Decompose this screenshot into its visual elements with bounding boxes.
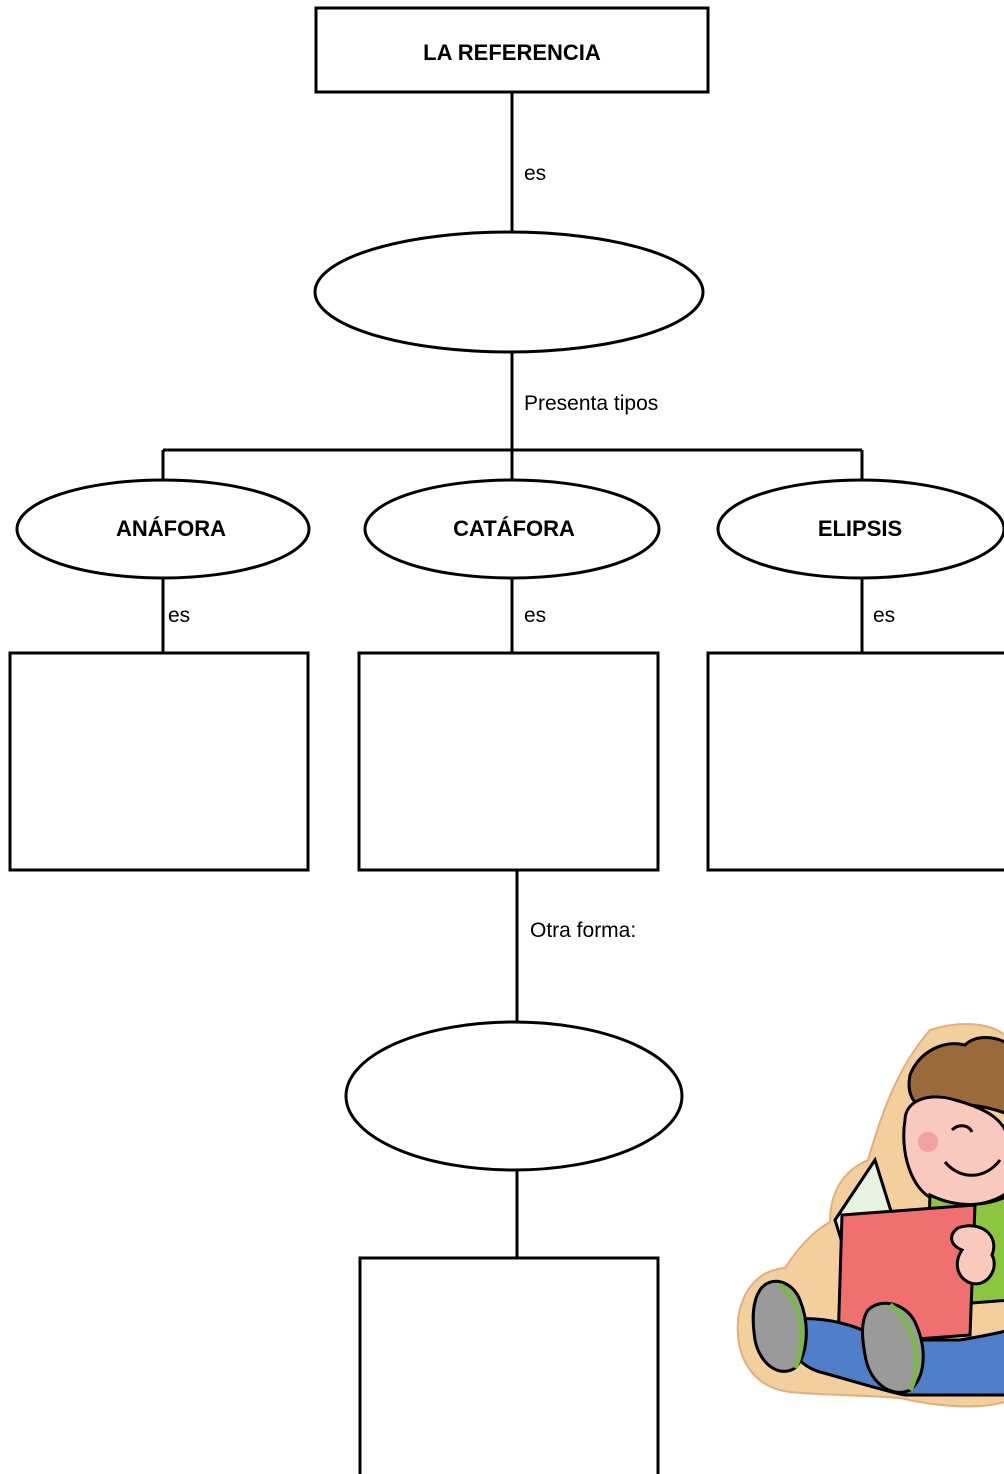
definition-box-catafora bbox=[357, 651, 660, 872]
connector-es-top: es bbox=[524, 162, 546, 185]
title-box bbox=[314, 6, 710, 94]
definition-box-elipsis bbox=[706, 651, 1004, 872]
type-ellipse-elipsis bbox=[716, 478, 1004, 580]
title-label: LA REFERENCIA bbox=[423, 40, 601, 65]
type-ellipse-anafora bbox=[15, 478, 311, 580]
definition-box-anafora bbox=[8, 651, 310, 872]
connector-es-elipsis: es bbox=[873, 604, 895, 627]
type-label-elipsis: ELIPSIS bbox=[818, 516, 902, 541]
connector-es-anafora: es bbox=[168, 604, 190, 627]
connector-presenta-tipos: Presenta tipos bbox=[524, 392, 658, 415]
connector-otra-forma: Otra forma: bbox=[530, 919, 636, 942]
definition-ellipse bbox=[313, 230, 705, 354]
type-ellipse-catafora bbox=[363, 478, 661, 580]
type-label-catafora: CATÁFORA bbox=[453, 516, 575, 541]
other-form-ellipse bbox=[344, 1020, 684, 1172]
other-form-box bbox=[358, 1256, 660, 1474]
type-label-anafora: ANÁFORA bbox=[116, 516, 226, 541]
connector-es-catafora: es bbox=[524, 604, 546, 627]
child-reading-book-clipart-icon bbox=[736, 1023, 1004, 1408]
